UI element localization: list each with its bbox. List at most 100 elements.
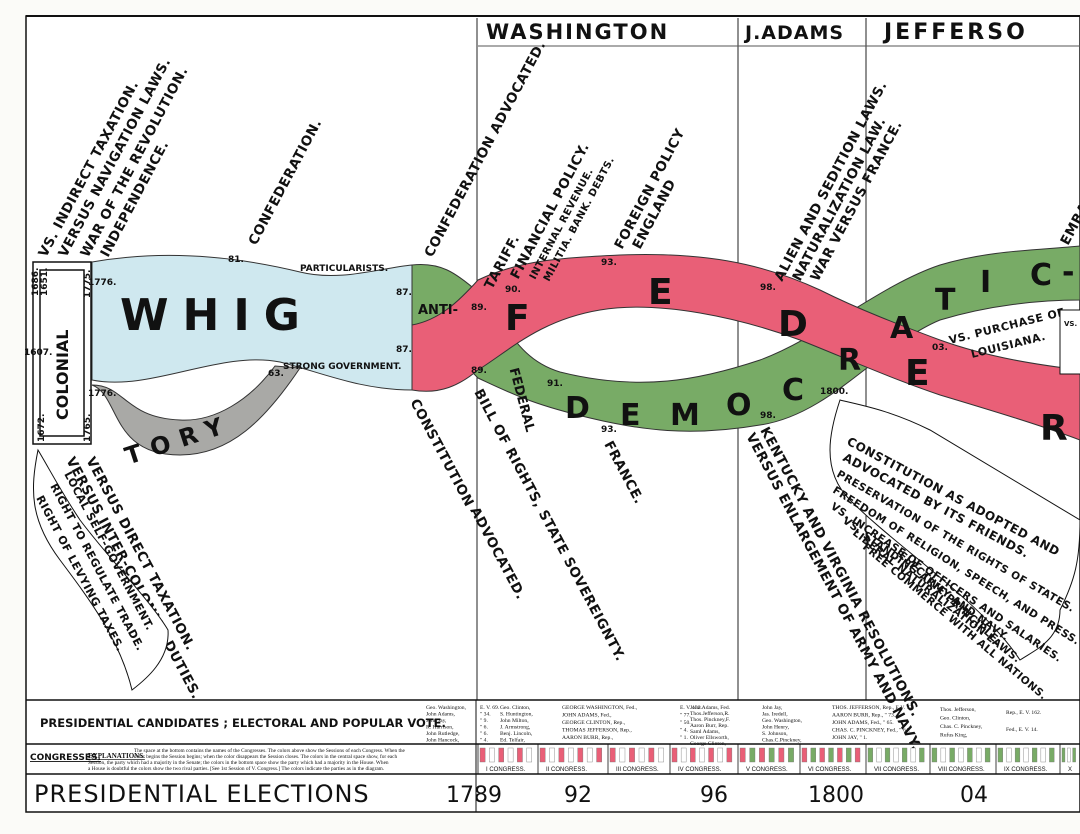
session-bar bbox=[549, 747, 555, 763]
democratic-letter: C bbox=[1030, 258, 1052, 293]
federal-letter: F bbox=[505, 298, 530, 339]
candidate-line: Geo. Washington, bbox=[762, 718, 803, 724]
federal-letter: E bbox=[905, 353, 930, 394]
candidate-line: JOHN JAY, " 1. bbox=[832, 735, 868, 741]
candidate-line: John Rutledge, bbox=[426, 731, 460, 737]
candidates-title: PRESIDENTIAL CANDIDATES ; ELECTORAL AND … bbox=[40, 716, 446, 730]
session-bar bbox=[810, 747, 816, 763]
local-self-banner bbox=[33, 448, 169, 691]
session-bar bbox=[828, 747, 834, 763]
candidate-line: " 1. bbox=[680, 735, 688, 741]
election-year: 96 bbox=[700, 783, 728, 808]
explanations-label: EXPLANATIONS. bbox=[88, 752, 145, 760]
congress-name: II CONGRESS. bbox=[546, 767, 587, 773]
year-label: 89. bbox=[471, 303, 487, 313]
session-bar bbox=[577, 747, 584, 763]
candidate-line: Rufus King, bbox=[940, 732, 968, 739]
candidate-line: CHAS. C. PINCKNEY, Fed., " 64. bbox=[832, 728, 910, 734]
session-bar bbox=[690, 747, 696, 763]
session-bar bbox=[1014, 747, 1021, 763]
year-label: 93. bbox=[601, 425, 617, 435]
year-label: 91. bbox=[547, 379, 563, 389]
year-label: 87. bbox=[396, 345, 412, 355]
session-bar bbox=[958, 747, 964, 763]
candidate-line: " 34. bbox=[480, 712, 491, 718]
candidate-line: George Clinton, bbox=[690, 741, 727, 747]
year-label: 90. bbox=[505, 285, 521, 295]
candidate-line: Chas. C. Pinckney, bbox=[940, 724, 983, 730]
session-bar bbox=[558, 747, 565, 763]
session-bar bbox=[976, 747, 982, 763]
session-bar bbox=[498, 747, 504, 763]
congress-name: IV CONGRESS. bbox=[678, 767, 722, 773]
candidate-line: " 6. bbox=[480, 731, 488, 737]
candidate-line: John Hancock, bbox=[426, 738, 460, 744]
session-bar bbox=[726, 747, 733, 763]
session-bar bbox=[609, 747, 616, 763]
democratic-letter: E bbox=[620, 398, 641, 433]
explanation-line: a House is doubtful the colors show the … bbox=[88, 765, 384, 772]
candidate-line: John Henry, bbox=[762, 725, 790, 731]
congress-name: VIII CONGRESS. bbox=[938, 767, 985, 773]
candidate-line: AARON BURR, Rep., " 73. bbox=[832, 713, 896, 719]
year-label: 1686. bbox=[31, 268, 41, 296]
session-bar bbox=[854, 747, 861, 763]
election-years: 1789 92 96 1800 04 bbox=[446, 783, 988, 808]
year-label: 1776. bbox=[88, 389, 116, 399]
session-bar bbox=[539, 747, 546, 763]
session-bar bbox=[1072, 747, 1076, 763]
candidate-line: S. Huntington, bbox=[500, 712, 533, 718]
session-bar bbox=[489, 747, 495, 763]
year-label: 1800. bbox=[820, 387, 848, 397]
candidate-line: S. Johnson, bbox=[762, 731, 788, 737]
tory-stream bbox=[91, 365, 301, 456]
session-bar bbox=[1067, 747, 1071, 763]
session-bar bbox=[1061, 747, 1066, 763]
session-bar bbox=[940, 747, 946, 763]
candidate-line: Oliver Ellsworth, bbox=[690, 735, 729, 741]
election-year: 1800 bbox=[808, 783, 864, 808]
democratic-letter: A bbox=[890, 311, 914, 346]
year-label: 1607. bbox=[24, 348, 52, 358]
candidate-line: Saml Adams, bbox=[690, 729, 720, 735]
session-bar bbox=[568, 747, 574, 763]
year-label: 87. bbox=[396, 288, 412, 298]
session-bar bbox=[788, 747, 794, 763]
session-bar bbox=[867, 747, 873, 763]
federal-letter: D bbox=[778, 304, 808, 345]
year-label: 1672. bbox=[37, 414, 47, 442]
session-bar bbox=[819, 747, 825, 763]
congress-name: I CONGRESS. bbox=[486, 767, 526, 773]
session-bar bbox=[837, 747, 843, 763]
elections-title: PRESIDENTIAL ELECTIONS bbox=[34, 780, 370, 808]
congress-name: IX CONGRESS. bbox=[1004, 767, 1048, 773]
democratic-letter: - bbox=[1062, 255, 1074, 290]
candidate-line: Aaron Burr, Rep. bbox=[690, 723, 729, 729]
session-bar bbox=[629, 747, 635, 763]
year-label: 98. bbox=[760, 411, 776, 421]
candidate-line: John Adams, Fed. bbox=[690, 705, 731, 711]
year-label: 1776. bbox=[88, 278, 116, 288]
candidate-line: Thos. Jefferson, bbox=[940, 706, 976, 713]
session-bar bbox=[931, 747, 938, 763]
year-label: 1775. bbox=[83, 270, 93, 298]
session-bar bbox=[801, 747, 808, 763]
session-bar bbox=[1032, 747, 1038, 763]
session-bar bbox=[680, 747, 687, 763]
federal-letter: E bbox=[648, 272, 673, 313]
democratic-letter: R bbox=[838, 343, 861, 378]
session-bar bbox=[708, 747, 714, 763]
candidate-line: Ed. Telfair, bbox=[500, 737, 526, 744]
session-bar bbox=[984, 747, 991, 763]
candidate-line: " 4. bbox=[480, 738, 488, 744]
candidate-line: Rep., E. V. 162. bbox=[1006, 710, 1042, 716]
session-bar bbox=[1023, 747, 1029, 763]
session-bar bbox=[658, 747, 664, 763]
candidate-line: " 6. bbox=[480, 725, 488, 731]
democratic-stream bbox=[411, 245, 1080, 432]
candidate-line: E. V. 132. bbox=[680, 705, 703, 711]
session-bar bbox=[759, 747, 765, 763]
candidate-line: R. Harrison, bbox=[426, 725, 454, 731]
